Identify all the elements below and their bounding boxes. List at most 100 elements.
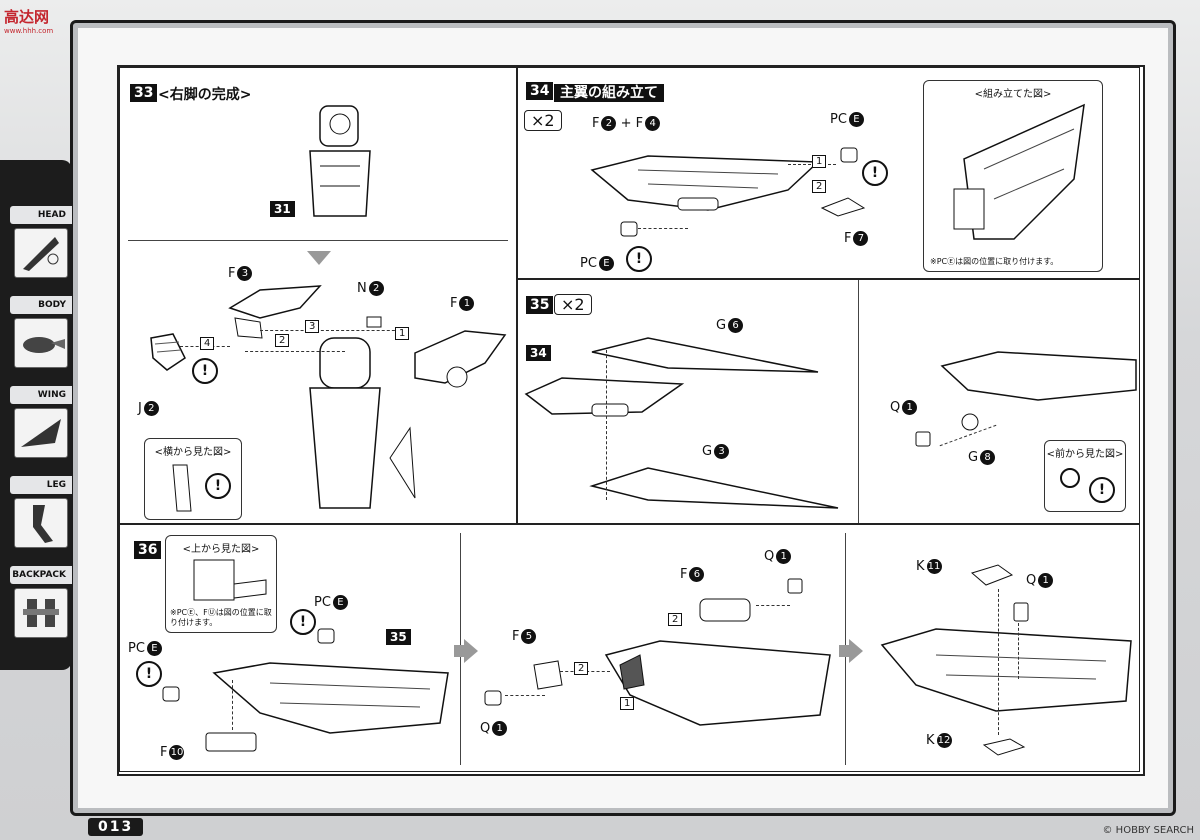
part-f1-illustration [414, 330, 507, 388]
part-k12-illustration [982, 738, 1026, 756]
assembly-guide-line [638, 228, 688, 229]
next-step-arrow-icon [839, 645, 849, 657]
top-view-callout: <上から見た図> ※PCⒺ、FⓊは図の位置に取り付けます。 [165, 535, 277, 633]
sidebar-tab-wing: WING [10, 386, 72, 404]
callout-note: ※PCⒺは図の位置に取り付けます。 [930, 257, 1059, 266]
part-k11-illustration [970, 564, 1014, 586]
sidebar-tab-leg: LEG [10, 476, 72, 494]
reference-number: 31 [270, 201, 295, 217]
leg-assembly-illustration [309, 105, 371, 217]
part-g6-illustration [591, 337, 819, 373]
caution-icon: ! [192, 358, 218, 384]
wing-subassembly-illustration [524, 377, 685, 417]
quantity-multiplier: ×2 [554, 294, 592, 315]
step-title: 主翼の組み立て [554, 82, 664, 102]
sidebar-tab-backpack: BACKPACK [10, 566, 72, 584]
page-number: 013 [88, 818, 144, 836]
divider [858, 280, 859, 523]
side-view-callout: <横から見た図> ! [144, 438, 242, 520]
caution-icon: ! [626, 246, 652, 272]
part-pce-illustration [620, 221, 638, 237]
callout-title: <前から見た図> [1046, 449, 1124, 460]
watermark-logo-top: 高达网 www.hhh.com [4, 8, 54, 35]
assembly-guide-line [505, 695, 545, 696]
step-number: 35 [526, 296, 554, 314]
part-q1-illustration [484, 690, 502, 706]
reference-number: 34 [526, 345, 551, 361]
callout-title: <組み立てた図> [974, 89, 1052, 100]
part-q1-illustration [915, 431, 931, 447]
assembled-wing-illustration [953, 103, 1085, 240]
top-view-illustration [193, 559, 267, 601]
wing-part-illustration [590, 155, 820, 211]
wing-assembly-illustration [940, 351, 1137, 401]
sequence-marker: 1 [812, 153, 827, 168]
step-number: 33 [130, 84, 158, 102]
reference-number: 35 [386, 629, 411, 645]
part-g3-illustration [589, 467, 839, 509]
quantity-multiplier: ×2 [524, 110, 562, 131]
sequence-marker: 2 [275, 332, 290, 347]
part-pce-illustration [840, 147, 858, 163]
part-q1-illustration [1013, 602, 1029, 622]
wing-assembly-illustration [604, 640, 831, 726]
front-view-callout: <前から見た図> ! [1044, 440, 1126, 512]
backpack-icon [14, 588, 68, 638]
wing-assembly-illustration [212, 662, 449, 734]
step-number: 34 [526, 82, 554, 100]
part-pce-illustration [317, 628, 335, 644]
next-step-arrow-icon [464, 639, 478, 663]
sequence-marker: 4 [200, 335, 215, 350]
next-step-arrow-icon [454, 645, 464, 657]
callout-note: ※PCⒺ、FⓊは図の位置に取り付けます。 [170, 608, 272, 627]
assembly-guide-line [245, 351, 345, 352]
sequence-marker: 2 [812, 178, 827, 193]
step-title: <右脚の完成> [158, 87, 252, 103]
sequence-marker: 3 [305, 318, 320, 333]
caution-icon: ! [136, 661, 162, 687]
callout-title: <上から見た図> [182, 544, 260, 555]
next-step-arrow-icon [849, 639, 863, 663]
part-pce-illustration [162, 686, 180, 702]
leg-body-illustration [309, 337, 416, 509]
side-view-illustration [172, 464, 192, 512]
assembly-guide-line [232, 680, 233, 730]
wing-icon [14, 408, 68, 458]
part-f3-illustration [228, 285, 322, 339]
caution-icon: ! [1089, 477, 1115, 503]
assembly-guide-line [756, 605, 790, 606]
assembly-guide-line [260, 330, 405, 331]
part-f7-illustration [820, 197, 866, 217]
part-j2-illustration [150, 333, 186, 371]
assembly-guide-line [1018, 623, 1019, 679]
part-q1-illustration [787, 578, 803, 594]
wing-assembly-illustration [880, 628, 1132, 712]
part-n2-illustration [366, 316, 382, 328]
divider [128, 240, 508, 241]
sidebar-tab-body: BODY [10, 296, 72, 314]
sidebar-tab-head: HEAD [10, 206, 72, 224]
head-icon [14, 228, 68, 278]
step-number: 36 [134, 541, 162, 559]
leg-icon [14, 498, 68, 548]
